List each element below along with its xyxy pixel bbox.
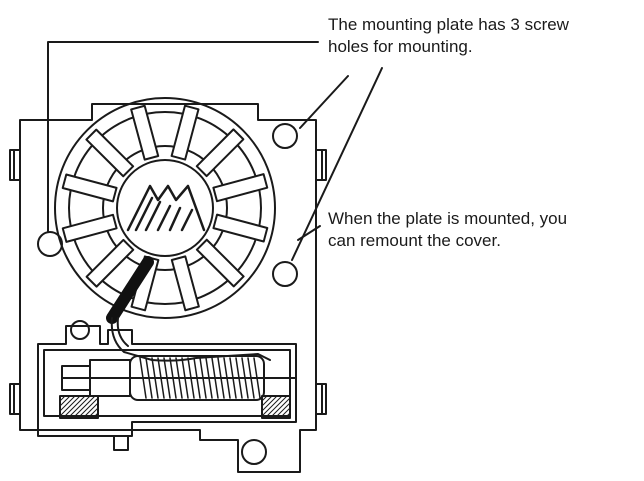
motor-housing bbox=[37, 320, 297, 465]
wheel-spoke bbox=[85, 238, 135, 288]
hatch-line bbox=[284, 412, 291, 419]
hatch-line bbox=[261, 395, 273, 407]
hatch-line bbox=[67, 395, 91, 419]
annotation-screw-holes: The mounting plate has 3 screw holes for… bbox=[328, 14, 569, 58]
hatch-line bbox=[261, 395, 283, 417]
hatch-line bbox=[59, 395, 76, 412]
wheel-spoke bbox=[61, 173, 118, 203]
wheel-spoke bbox=[85, 128, 135, 178]
hatch-line bbox=[62, 395, 86, 419]
housing-hole-top bbox=[70, 320, 90, 340]
wheel-spoke bbox=[61, 213, 118, 243]
wheel-spoke bbox=[195, 128, 245, 178]
wheel-spoke bbox=[195, 238, 245, 288]
wheel-spoke bbox=[170, 255, 200, 312]
bearing-block bbox=[89, 359, 131, 397]
hatch-line bbox=[261, 395, 268, 402]
screw-hole-right bbox=[272, 261, 298, 287]
screw-hole-top-right bbox=[272, 123, 298, 149]
leader-line-right-hole bbox=[291, 67, 383, 261]
annotation-remount-cover: When the plate is mounted, you can remou… bbox=[328, 208, 567, 252]
annotation-screw-holes-line2: holes for mounting. bbox=[328, 37, 473, 56]
leader-line-left-hole bbox=[47, 41, 319, 233]
annotation-remount-line1: When the plate is mounted, you bbox=[328, 209, 568, 228]
hatch-line bbox=[59, 395, 81, 417]
annotation-screw-holes-line1: The mounting plate has 3 screw bbox=[328, 15, 569, 34]
hatch-line bbox=[274, 402, 291, 419]
hatch-line bbox=[72, 395, 96, 419]
hatch-line bbox=[264, 395, 288, 419]
hatch-line bbox=[87, 407, 99, 419]
hatch-line bbox=[269, 397, 291, 419]
brand-logo bbox=[126, 184, 206, 232]
wheel-spoke bbox=[130, 104, 160, 161]
housing-hole-bottom bbox=[241, 439, 267, 465]
mounting-plate bbox=[9, 103, 327, 473]
bearing-seat-left bbox=[59, 395, 99, 419]
bearing-seat-right bbox=[261, 395, 291, 419]
spoked-wheel bbox=[54, 97, 276, 319]
hatch-line bbox=[77, 397, 99, 419]
hatch-line bbox=[279, 407, 291, 419]
wheel-spoke bbox=[170, 104, 200, 161]
hatch-line bbox=[59, 395, 66, 402]
hatch-line bbox=[92, 412, 99, 419]
wheel-spoke bbox=[212, 213, 269, 243]
annotation-remount-line2: can remount the cover. bbox=[328, 231, 501, 250]
hatch-line bbox=[82, 402, 99, 419]
hatch-line bbox=[59, 395, 71, 407]
hatch-line bbox=[261, 395, 278, 412]
connector-tab bbox=[113, 435, 129, 451]
wheel-spoke bbox=[212, 173, 269, 203]
